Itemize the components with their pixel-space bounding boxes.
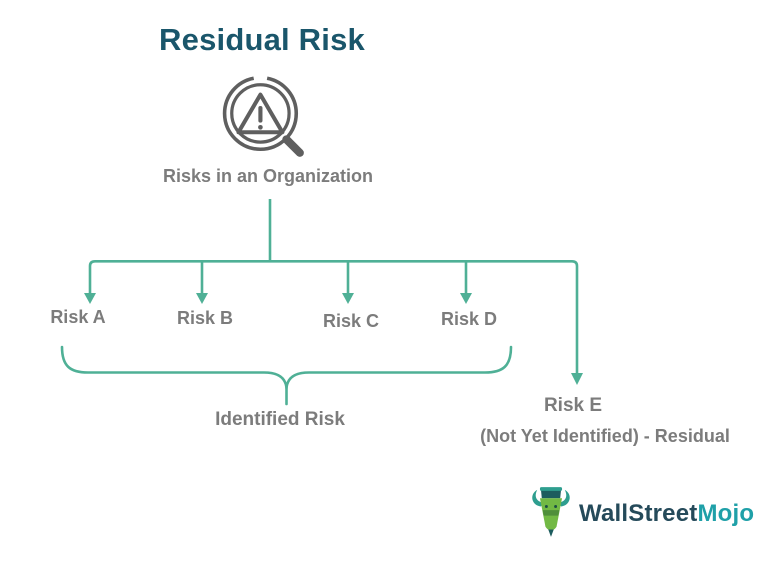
logo-text-wallstreet: WallStreet [579, 500, 698, 527]
residual-caption: (Not Yet Identified) - Residual [480, 426, 730, 446]
arrowhead-risk-e [571, 373, 583, 385]
logo-text-mojo: Mojo [697, 500, 755, 527]
risk-c-label: Risk C [322, 311, 380, 331]
wallstreetmojo-logo: WallStreetMojo [528, 486, 758, 542]
risk-a-label: Risk A [50, 307, 106, 327]
magnifier-warning-icon [221, 74, 307, 165]
arrowhead-risk-d [460, 293, 472, 304]
risk-e-label: Risk E [543, 395, 603, 416]
arrowhead-risk-a [84, 293, 96, 304]
identified-risk-label: Identified Risk [215, 409, 345, 430]
arrowhead-risk-c [342, 293, 354, 304]
root-node-label: Risks in an Organization [162, 166, 374, 186]
identified-risk-brace [60, 345, 288, 406]
bull-mascot-icon [528, 486, 574, 543]
risk-d-label: Risk D [440, 309, 498, 329]
branch-rail-line [88, 260, 579, 373]
arrowhead-risk-b [196, 293, 208, 304]
page-title: Residual Risk [159, 22, 365, 57]
risk-b-label: Risk B [176, 308, 234, 328]
identified-risk-brace-right [285, 345, 513, 390]
logo-text: WallStreetMojo [579, 500, 754, 528]
